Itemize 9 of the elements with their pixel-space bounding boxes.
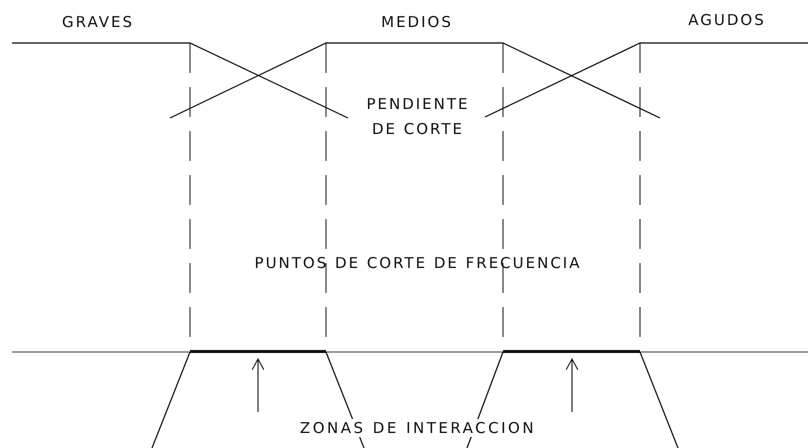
- band-label: PUNTOS DE CORTE DE FRECUENCIA: [254, 254, 582, 272]
- arrow: [252, 358, 264, 412]
- band-label: GRAVES: [62, 13, 134, 31]
- curve-label: PENDIENTE DE CORTE: [365, 94, 471, 140]
- band-label: AGUDOS: [688, 11, 766, 29]
- interaction-zone-bar: [190, 350, 326, 353]
- arrow: [566, 358, 578, 412]
- band-label: MEDIOS: [381, 13, 453, 31]
- interaction-zone-bar: [503, 350, 640, 353]
